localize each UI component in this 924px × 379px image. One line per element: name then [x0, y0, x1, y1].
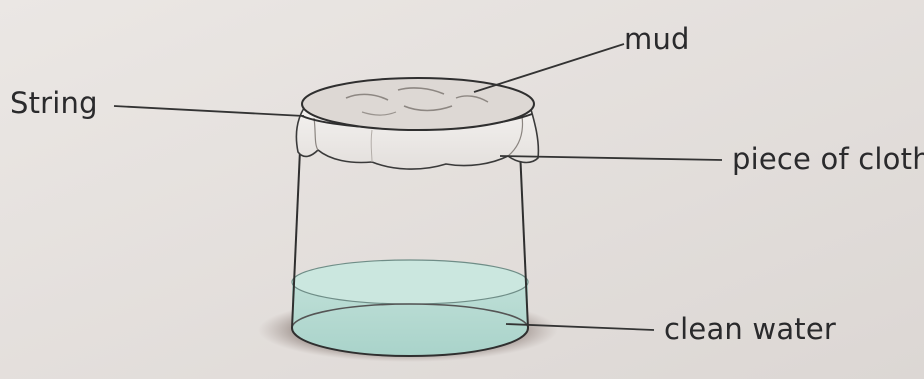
label-mud: mud: [624, 22, 690, 56]
mud-lid: [302, 78, 534, 130]
label-clean-water: clean water: [664, 312, 836, 346]
label-piece-of-cloth: piece of cloth: [732, 142, 924, 176]
water-surface: [292, 260, 528, 304]
label-string: String: [10, 86, 98, 120]
